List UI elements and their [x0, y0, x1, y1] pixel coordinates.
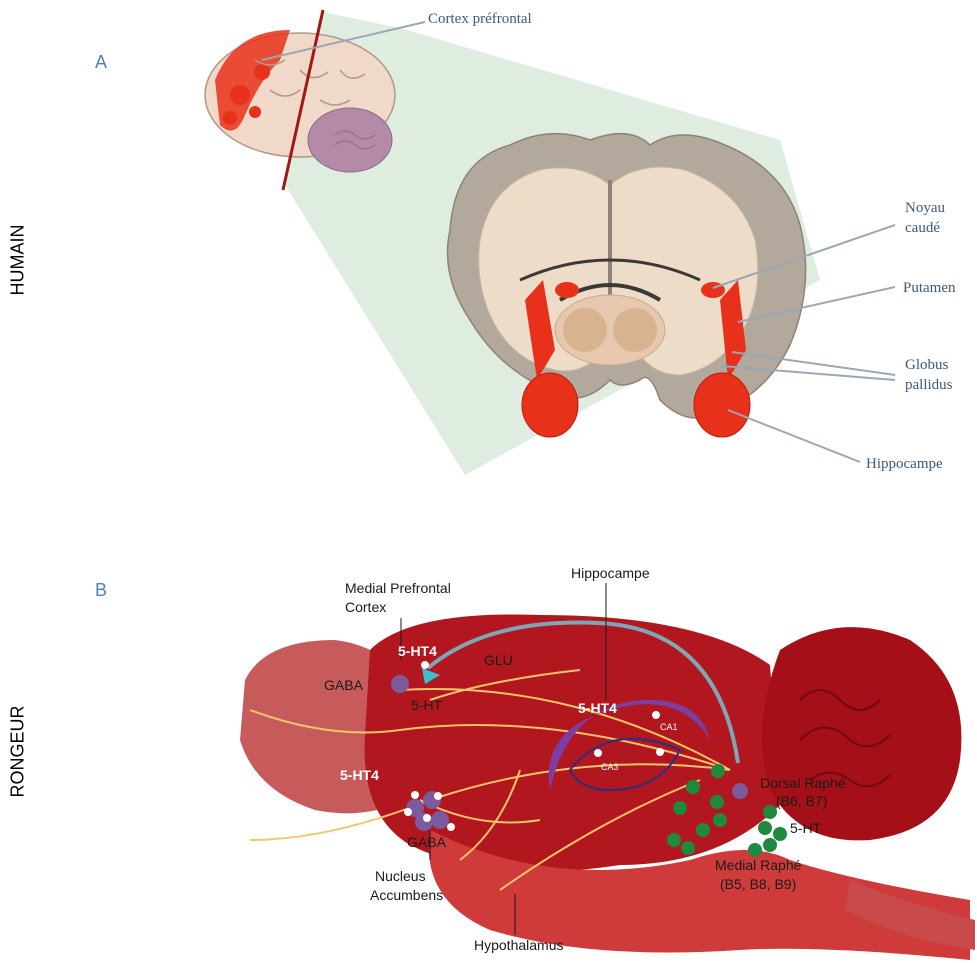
label-nacc-line1: Nucleus [375, 868, 426, 884]
label-dorsal-raphe-line1: Dorsal Raphé [760, 775, 846, 791]
label-mpfc-line1: Medial Prefrontal [345, 580, 451, 596]
label-5ht-raphe: 5-HT [790, 820, 822, 836]
label-prefrontal-cortex: Cortex préfrontal [428, 11, 532, 27]
human-brain-figure: Cortex préfrontal Noyau caudé Putamen Gl… [0, 0, 977, 540]
label-caudate-line1: Noyau [905, 200, 945, 216]
label-medial-raphe-line2: (B5, B8, B9) [720, 876, 796, 892]
label-gaba-accumbens: GABA [407, 834, 447, 850]
label-mpfc-line2: Cortex [345, 599, 386, 615]
label-ca1: CA1 [660, 722, 678, 732]
label-caudate-line2: caudé [905, 220, 940, 236]
label-hypothalamus: Hypothalamus [474, 937, 564, 953]
label-dorsal-raphe-line2: (B6, B7) [776, 793, 827, 809]
label-5ht-prefrontal: 5-HT [411, 697, 443, 713]
label-glu: GLU [484, 652, 513, 668]
label-medial-raphe-line1: Medial Raphé [715, 857, 802, 873]
label-5ht4-hippocampus: 5-HT4 [578, 700, 617, 716]
label-globus-line2: pallidus [905, 377, 953, 393]
rodent-brain-figure: Medial Prefrontal Cortex Hippocampe 5-HT… [0, 540, 977, 963]
label-putamen: Putamen [903, 280, 956, 296]
label-hippocampus-human: Hippocampe [866, 456, 943, 472]
label-hippocampus-rodent: Hippocampe [571, 565, 650, 581]
label-globus-line1: Globus [905, 357, 949, 373]
label-gaba-prefrontal: GABA [324, 677, 364, 693]
label-5ht4-accumbens: 5-HT4 [340, 767, 379, 783]
label-nacc-line2: Accumbens [370, 887, 443, 903]
label-5ht4-prefrontal: 5-HT4 [398, 643, 437, 659]
label-ca3: CA3 [601, 762, 619, 772]
